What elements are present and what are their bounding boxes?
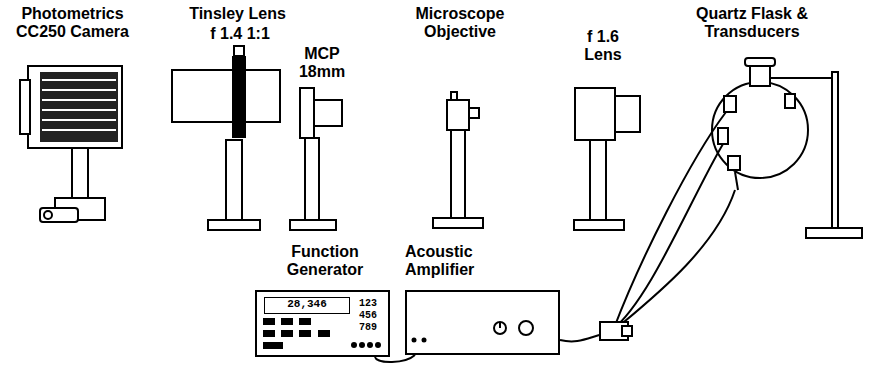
acoustic-amplifier: Acoustic Amplifier (405, 243, 560, 355)
lens-barrel (172, 70, 280, 122)
stand-base (806, 228, 862, 238)
clamp-arm (770, 77, 832, 79)
lens-post (590, 140, 606, 220)
equipment-label: Acoustic Amplifier (405, 243, 505, 279)
flask-lip (745, 58, 775, 66)
transducer (728, 156, 740, 170)
objective-holder (447, 100, 469, 130)
transducer (785, 94, 795, 108)
equipment-label: MCP 18mm (290, 45, 354, 81)
camera-mount (20, 80, 30, 134)
lens-post (226, 140, 242, 220)
lens-body (575, 88, 615, 140)
equipment-label: Photometrics CC250 Camera (10, 5, 135, 41)
camera-base (40, 208, 78, 222)
equipment-label: Function Generator (275, 243, 375, 279)
objective-knob (469, 108, 479, 118)
amp-knob (494, 322, 506, 334)
camera-body (28, 66, 122, 148)
junction-box (622, 326, 632, 336)
mcp-post (305, 138, 319, 220)
camera-knob (44, 211, 52, 219)
camera-post (72, 148, 88, 198)
lens-base (574, 220, 624, 230)
amp-knob (519, 321, 533, 335)
equipment-label: Tinsley Lens (175, 5, 300, 23)
lens-ring (232, 56, 246, 138)
flask-neck (750, 64, 770, 86)
transducer (718, 128, 728, 144)
keypad-digits: 456 (350, 310, 386, 322)
lens-base (208, 220, 260, 230)
lens-front (615, 96, 640, 132)
lens-spec: f 1.4 1:1 (190, 25, 290, 43)
equipment-label: f 1.6 Lens (568, 28, 638, 64)
objective-base (433, 218, 483, 228)
instrument-case (405, 290, 560, 355)
quartz-flask (712, 82, 808, 178)
objective-post (451, 130, 465, 218)
keypad-digits: 123 (350, 298, 386, 310)
mcp-base (290, 220, 336, 230)
equipment-label: Microscope Objective (402, 5, 518, 41)
camera-fins (40, 72, 118, 142)
lens-screw (234, 46, 244, 56)
quartz-flask: Quartz Flask & Transducers (690, 5, 815, 190)
keypad-digits: 789 (350, 322, 386, 334)
equipment-label: Quartz Flask & Transducers (693, 5, 811, 41)
mcp-plate (300, 88, 314, 138)
objective-screw (451, 92, 457, 100)
mcp-housing (314, 100, 342, 126)
cable (560, 190, 735, 341)
display-readout: 28,346 (264, 297, 350, 314)
stand-rod (832, 72, 838, 228)
transducer (724, 96, 736, 112)
